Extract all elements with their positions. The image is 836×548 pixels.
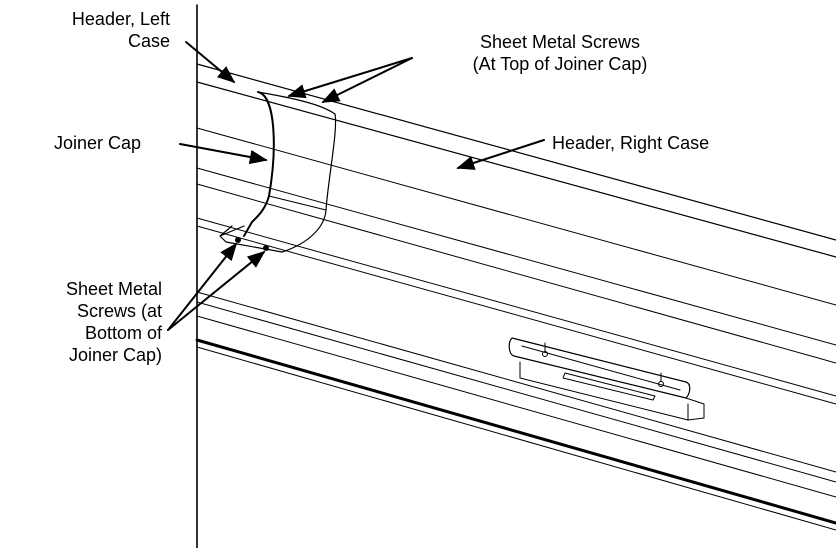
case-lower-edge-thin	[196, 346, 836, 531]
leader-header-right-case	[456, 139, 545, 170]
label-joiner-cap: Joiner Cap	[54, 132, 141, 154]
label-line: Joiner Cap)	[68, 345, 162, 365]
label-line: Joiner Cap	[54, 133, 142, 153]
label-header-left-case: Header, Left Case	[20, 8, 170, 52]
header-bracket	[508, 337, 705, 421]
header-face-line-2	[196, 167, 836, 346]
joiner-cap-fold	[268, 195, 327, 211]
header-front-edge	[196, 81, 836, 258]
label-line: Case	[127, 31, 170, 51]
joiner-cap-top-edge	[257, 91, 336, 115]
label-sheet-metal-screws-top: Sheet Metal Screws (At Top of Joiner Cap…	[430, 31, 690, 75]
label-line: Sheet Metal	[65, 279, 162, 299]
label-line: Screws (at	[76, 301, 162, 321]
header-bottom-line-3	[196, 315, 836, 498]
joiner-cap-right-edge	[281, 113, 337, 253]
header-face-line-1	[196, 127, 836, 306]
leader-screws-top-2	[321, 57, 413, 103]
leader-screws-bottom-2	[167, 250, 266, 331]
bottom-screw-1	[235, 237, 241, 243]
case-lower-edge	[195, 338, 836, 525]
label-header-right-case: Header, Right Case	[552, 132, 709, 154]
label-line: Header, Left	[71, 9, 170, 29]
header-face-line-4	[196, 217, 836, 397]
leader-screws-bottom-1	[167, 242, 238, 331]
leader-joiner-cap	[179, 143, 268, 165]
header-bottom-line-1	[196, 291, 836, 473]
joiner-cap	[219, 91, 337, 253]
header-face-line-3	[196, 183, 836, 364]
joiner-cap-left-edge	[243, 91, 275, 237]
header-face-line-5	[196, 225, 836, 405]
label-sheet-metal-screws-bottom: Sheet Metal Screws (at Bottom of Joiner …	[2, 278, 162, 366]
leader-screws-top-1	[287, 57, 413, 99]
header-bottom-line-2	[196, 301, 836, 483]
label-line: Bottom of	[84, 323, 162, 343]
leader-header-left-case	[185, 41, 236, 84]
joiner-cap-tab	[219, 225, 283, 253]
label-line: Sheet Metal Screws	[479, 32, 641, 52]
header-top-edge	[196, 63, 836, 241]
label-line: (At Top of Joiner Cap)	[472, 54, 648, 74]
label-line: Header, Right Case	[552, 133, 710, 153]
bottom-screw-2	[263, 245, 269, 251]
